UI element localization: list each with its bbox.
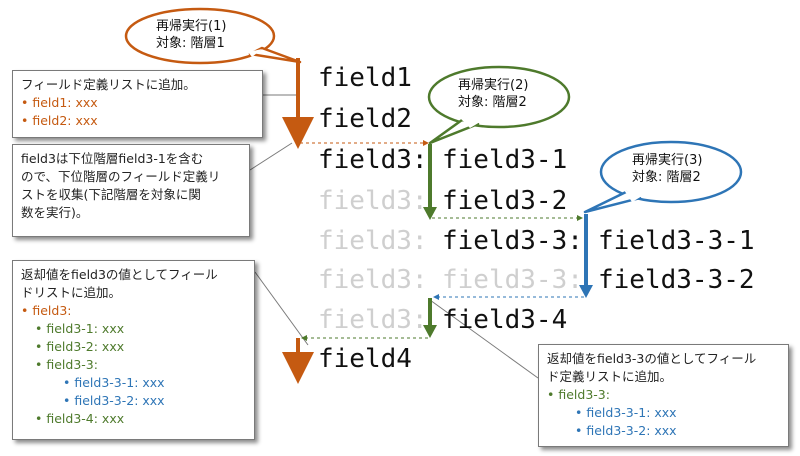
field3-4-label: field3-4: [442, 305, 568, 335]
bubble-r1: [124, 7, 302, 65]
note-return3-item: • field3-3-2: xxx: [63, 393, 165, 408]
note-recurse-line-2: ので、下位階層のフィールド定義リ: [21, 169, 221, 184]
field3-label-dim-1: field3:: [318, 186, 428, 216]
bubble-r1-line1: 再帰実行(1): [156, 19, 227, 34]
note-recurse-line-3: ストを収集(下記階層を対象に関: [21, 187, 201, 202]
arrow-level2-bottom-head: [423, 325, 437, 338]
field3-3-label-dim: field3-3:: [442, 265, 583, 295]
field3-1-label: field3-1: [442, 145, 568, 175]
pointer-line-recurse: [249, 142, 293, 171]
bubble-r3-text: 再帰実行(3) 対象: 階層2: [632, 152, 702, 186]
note-return3-item: • field3-2: xxx: [35, 339, 125, 354]
arrow-level3-head: [579, 285, 593, 298]
bubble-r2: [427, 65, 571, 145]
note-add-item-1: • field1: xxx: [21, 95, 98, 110]
note-return3-line-2: ドリストに追加。: [21, 285, 122, 300]
note-return33-item: • field3-3:: [547, 387, 610, 402]
arrow-level2-top-head: [423, 207, 437, 220]
bubble-r2-line2: 対象: 階層2: [458, 95, 527, 110]
bubble-r3-line2: 対象: 階層2: [632, 170, 701, 185]
note-return3-item: • field3-1: xxx: [35, 321, 125, 336]
note-return33-item: • field3-3-2: xxx: [575, 423, 677, 438]
bubble-r1-text: 再帰実行(1) 対象: 階層1: [156, 18, 226, 52]
field3-2-label: field3-2: [442, 186, 568, 216]
note-return33-line-1: 返却値をfield3-3の値としてフィール: [547, 351, 757, 366]
field3-3-1-label: field3-3-1: [598, 226, 755, 256]
note-add-to-list: フィールド定義リストに追加。 • field1: xxx • field2: x…: [12, 70, 263, 138]
note-return3-line-1: 返却値をfield3の値としてフィール: [21, 267, 218, 282]
note-recurse-line-1: field3は下位階層field3-1を含む: [21, 151, 204, 166]
note-return33-item: • field3-3-1: xxx: [575, 405, 677, 420]
field3-label-dim-3: field3:: [318, 265, 428, 295]
field4-label: field4: [318, 344, 412, 374]
bubble-r2-text: 再帰実行(2) 対象: 階層2: [458, 77, 528, 111]
field1-label: field1: [318, 63, 412, 93]
note-return3-item: • field3-3-1: xxx: [63, 375, 165, 390]
field3-label: field3:: [318, 145, 428, 175]
note-return3-item: • field3-4: xxx: [35, 411, 125, 426]
note-return3-item: • field3:: [21, 303, 72, 318]
note-recurse: field3は下位階層field3-1を含む ので、下位階層のフィールド定義リ …: [12, 144, 250, 237]
note-recurse-line-4: 数を実行)。: [21, 205, 89, 220]
note-return-field3: 返却値をfield3の値としてフィール ドリストに追加。 • field3: •…: [12, 260, 255, 440]
note-return3-item: • field3-3:: [35, 357, 98, 372]
field3-3-2-label: field3-3-2: [598, 265, 755, 295]
field3-3-label: field3-3:: [442, 226, 583, 256]
bubble-r1-line2: 対象: 階層1: [156, 36, 225, 51]
note-return33-line-2: ド定義リストに追加。: [547, 369, 673, 384]
field3-label-dim-2: field3:: [318, 226, 428, 256]
bubble-r3: [583, 140, 743, 214]
pointer-line-return3: [254, 271, 309, 346]
pointer-line-return33: [429, 299, 539, 379]
note-add-title: フィールド定義リストに追加。: [21, 77, 196, 92]
field3-label-dim-4: field3:: [318, 305, 428, 335]
bubble-r2-line1: 再帰実行(2): [458, 78, 529, 93]
bubble-r3-line1: 再帰実行(3): [632, 153, 703, 168]
field2-label: field2: [318, 104, 412, 134]
note-add-item-2: • field2: xxx: [21, 113, 98, 128]
note-return-field3-3: 返却値をfield3-3の値としてフィール ド定義リストに追加。 • field…: [538, 344, 789, 447]
